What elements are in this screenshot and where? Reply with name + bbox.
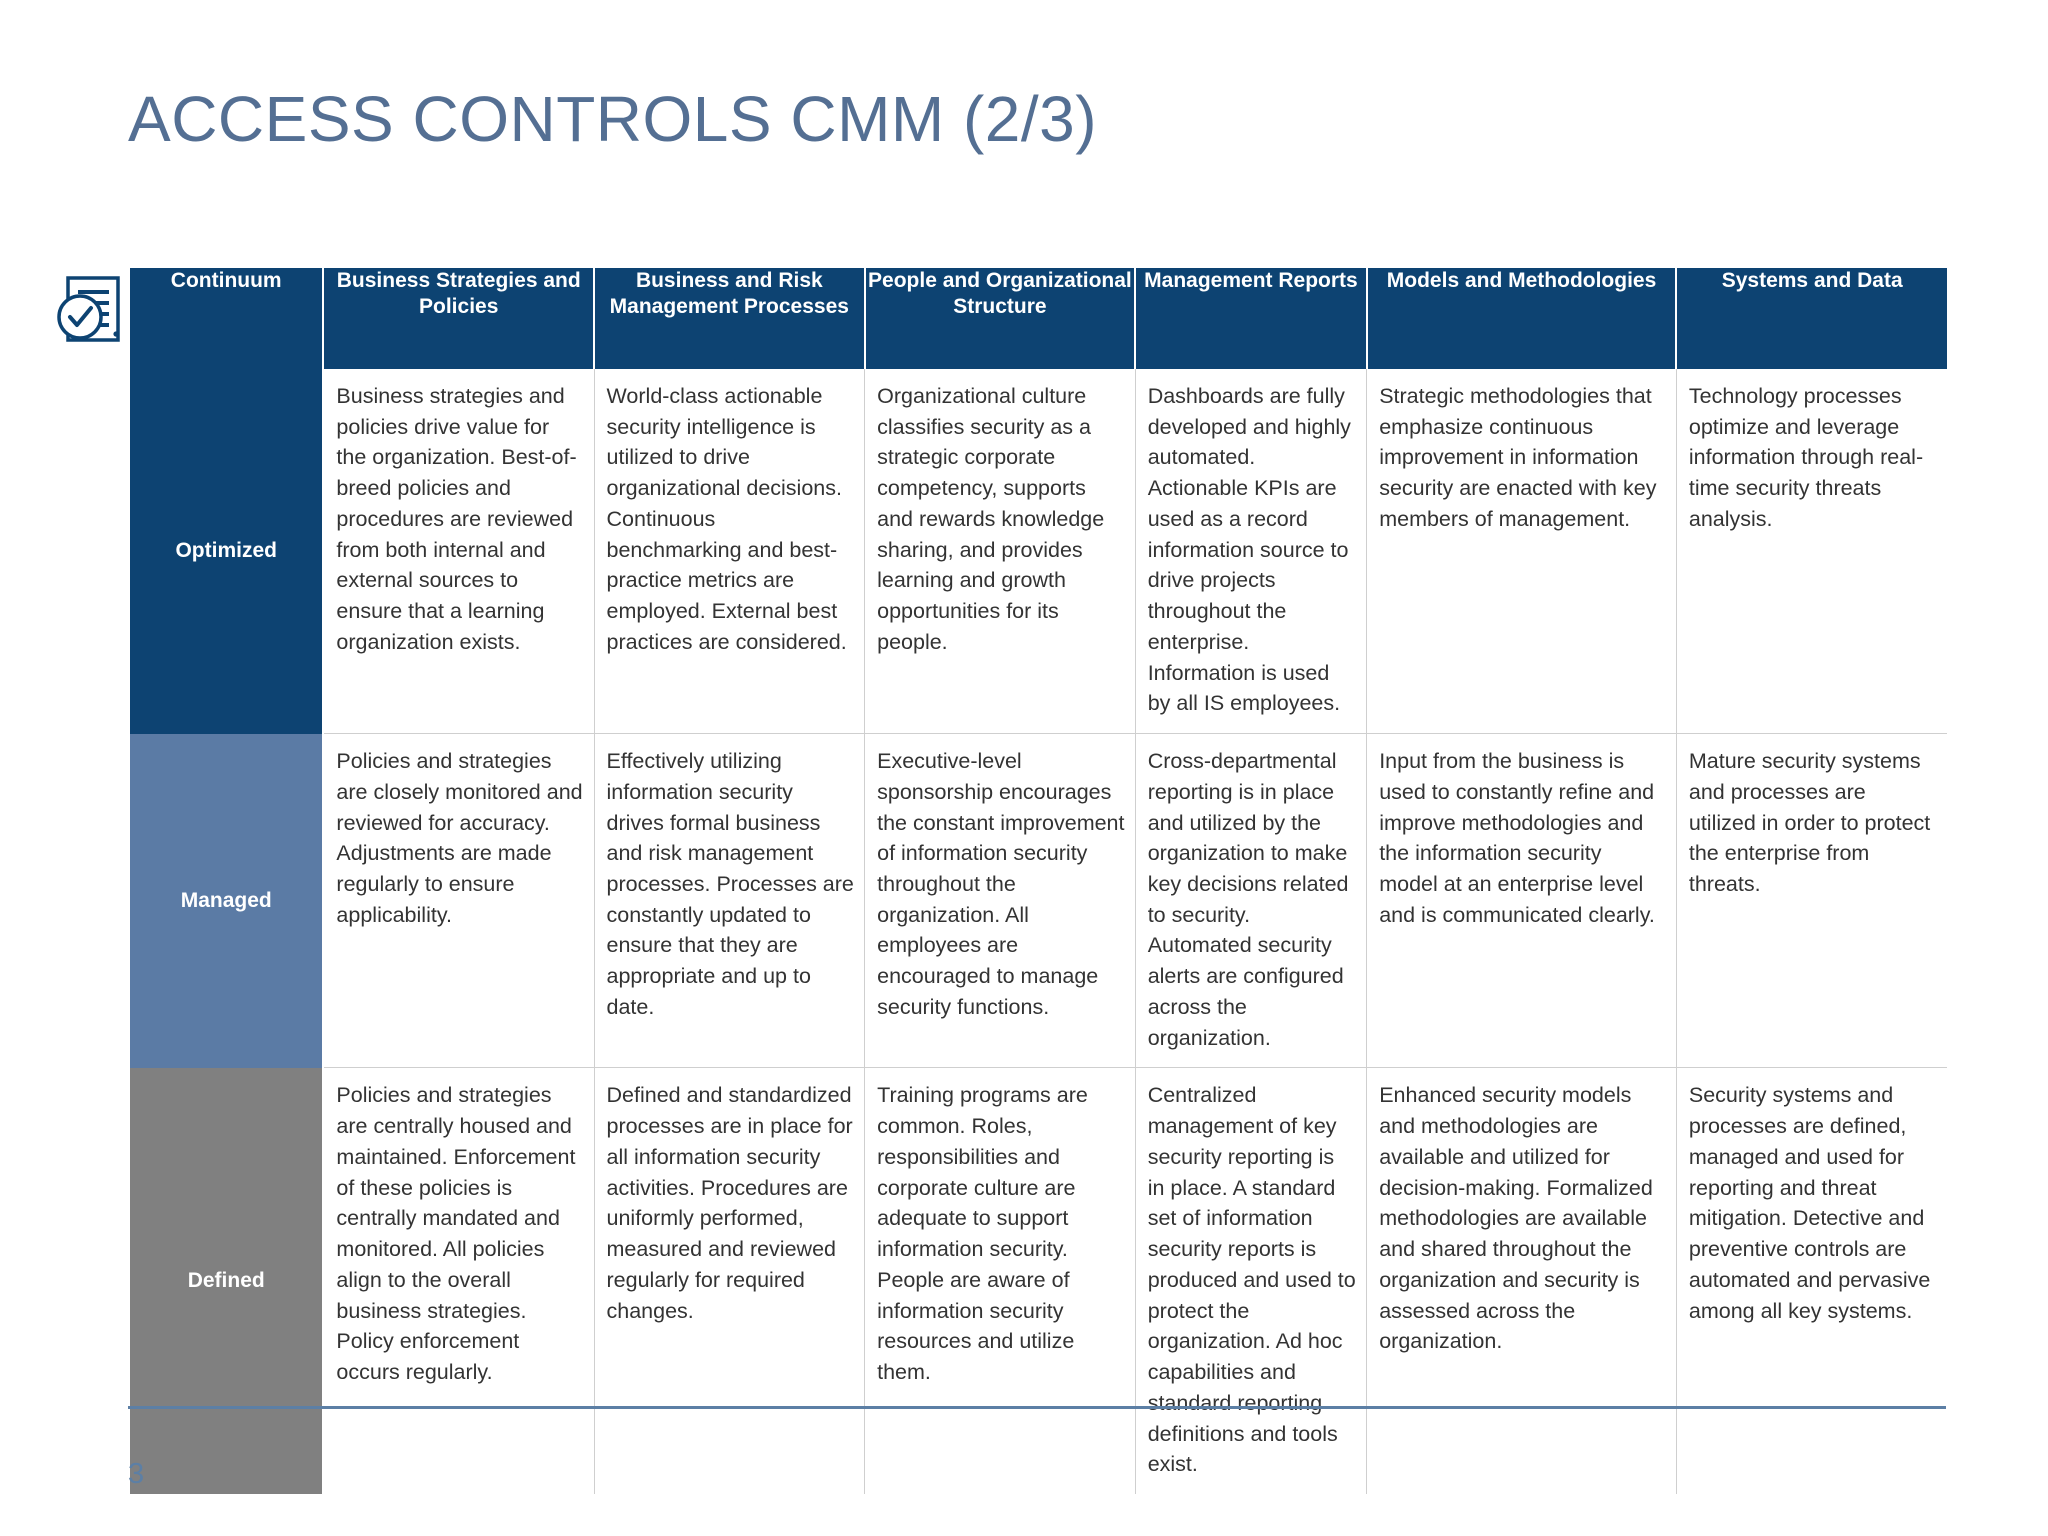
level-label-defined: Defined: [130, 1067, 325, 1494]
cell-optimized-people-org: Organizational culture classifies securi…: [864, 369, 1136, 735]
page-title: ACCESS CONTROLS CMM (2/3): [128, 83, 1098, 155]
table-body: Optimized Business strategies and polici…: [130, 369, 1947, 1494]
cell-managed-people-org: Executive-level sponsorship encourages t…: [864, 733, 1136, 1069]
cell-defined-management-reports: Centralized management of key security r…: [1135, 1067, 1368, 1494]
cell-defined-systems-data: Security systems and processes are defin…: [1676, 1067, 1947, 1494]
column-header-risk-management: Business and Risk Management Processes: [594, 268, 866, 369]
cell-managed-management-reports: Cross-departmental reporting is in place…: [1135, 733, 1368, 1069]
column-header-systems-data: Systems and Data: [1676, 268, 1947, 369]
column-header-management-reports: Management Reports: [1135, 268, 1368, 369]
table-row: Defined Policies and strategies are cent…: [130, 1067, 1947, 1494]
document-check-icon: [54, 272, 136, 354]
cell-managed-business-strategies: Policies and strategies are closely moni…: [323, 733, 595, 1069]
table-row: Optimized Business strategies and polici…: [130, 369, 1947, 735]
cell-managed-models-methodologies: Input from the business is used to const…: [1366, 733, 1677, 1069]
cell-optimized-management-reports: Dashboards are fully developed and highl…: [1135, 369, 1368, 735]
cell-optimized-systems-data: Technology processes optimize and levera…: [1676, 369, 1947, 735]
cell-defined-people-org: Training programs are common. Roles, res…: [864, 1067, 1136, 1494]
level-label-optimized: Optimized: [130, 369, 325, 734]
footer-divider: [128, 1406, 1946, 1409]
cell-defined-business-strategies: Policies and strategies are centrally ho…: [323, 1067, 595, 1494]
cell-optimized-business-strategies: Business strategies and policies drive v…: [323, 369, 595, 735]
level-label-managed: Managed: [130, 733, 325, 1068]
table-row: Managed Policies and strategies are clos…: [130, 733, 1947, 1069]
column-header-people-org: People and Organizational Structure: [864, 268, 1137, 369]
cell-managed-systems-data: Mature security systems and processes ar…: [1676, 733, 1947, 1069]
table-header: Continuum Business Strategies and Polici…: [130, 268, 1947, 369]
cell-defined-models-methodologies: Enhanced security models and methodologi…: [1366, 1067, 1677, 1494]
cell-optimized-risk-management: World-class actionable security intellig…: [594, 369, 866, 735]
cell-managed-risk-management: Effectively utilizing information securi…: [594, 733, 866, 1069]
column-header-models-methodologies: Models and Methodologies: [1366, 268, 1678, 369]
cell-defined-risk-management: Defined and standardized processes are i…: [594, 1067, 866, 1494]
column-header-continuum: Continuum: [130, 268, 325, 369]
cell-optimized-models-methodologies: Strategic methodologies that emphasize c…: [1366, 369, 1677, 735]
cmm-table: Continuum Business Strategies and Polici…: [130, 268, 1947, 1494]
page-number: 3: [128, 1458, 145, 1490]
column-header-business-strategies: Business Strategies and Policies: [323, 268, 596, 369]
header-row: Continuum Business Strategies and Polici…: [130, 268, 1947, 369]
